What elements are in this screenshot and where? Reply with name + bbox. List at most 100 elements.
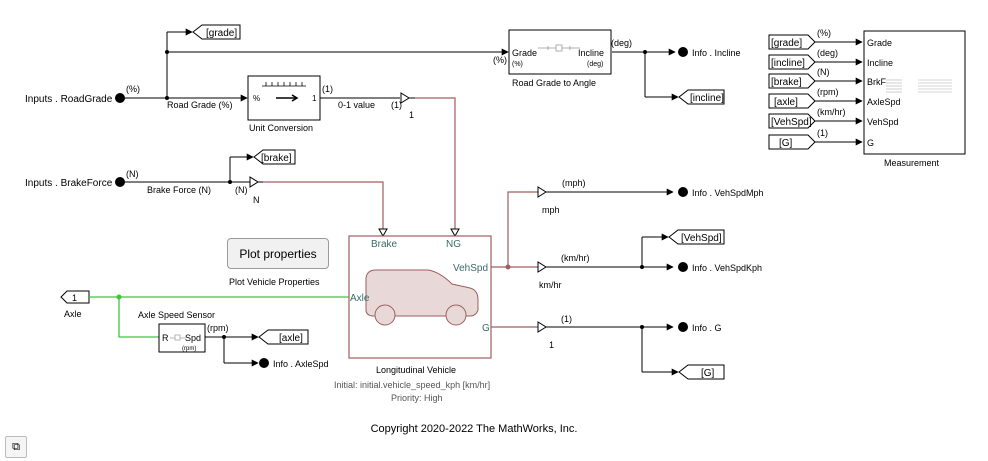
road-grade-unit-label: (%) — [126, 84, 140, 94]
vehicle-icon — [365, 269, 479, 326]
vehicle-name: Longitudinal Vehicle — [376, 365, 456, 375]
meas-unit-incline: (deg) — [817, 48, 838, 58]
road-grade-signal-label: Road Grade (%) — [167, 100, 233, 110]
meas-port-grade: Grade — [867, 38, 892, 48]
brake-force-inport-label: Inputs . BrakeForce — [25, 178, 113, 189]
kmhr-converter[interactable] — [537, 261, 552, 273]
info-g-label: Info . G — [692, 323, 722, 333]
axle-sensor-rpm-port: (rpm) — [182, 346, 196, 352]
brake-force-signal-label: Brake Force (N) — [147, 185, 211, 195]
road-grade-inport-dot[interactable] — [115, 93, 125, 103]
plot-properties-button[interactable]: Plot properties — [227, 238, 329, 269]
road-grade-inport-label: Inputs . RoadGrade — [25, 94, 113, 105]
meas-tag-brake: [brake] — [771, 77, 802, 88]
info-vehspdkph-label: Info . VehSpdKph — [692, 263, 762, 273]
goto-grade-shape[interactable] — [192, 24, 241, 40]
vehicle-brake-port: Brake — [371, 239, 398, 250]
vehicle-vehspd-port: VehSpd — [453, 263, 488, 274]
mph-converter[interactable] — [537, 186, 552, 198]
meas-tag-incline: [incline] — [771, 58, 805, 69]
axle-sensor-spd-port: Spd — [185, 333, 201, 343]
info-axlespd-label: Info . AxleSpd — [273, 359, 329, 369]
meas-port-brkf: BrkF — [867, 77, 887, 87]
g-converter[interactable] — [537, 321, 552, 333]
axle-inport-name: Axle — [64, 309, 82, 319]
g-converter-label: 1 — [549, 340, 554, 350]
goto-grade-label: [grade] — [206, 28, 237, 39]
vehicle-initial: Initial: initial.vehicle_speed_kph [km/h… — [334, 380, 490, 390]
vehicle-priority: Priority: High — [391, 393, 443, 403]
meas-unit-brake: (N) — [817, 67, 830, 77]
unit-conversion-right-port: 1 — [312, 94, 317, 103]
incline-branch-dot — [643, 50, 647, 54]
axle-inport-number: 1 — [72, 293, 77, 303]
angle-pct-port: (%) — [512, 61, 523, 68]
goto-vehspd-shape[interactable] — [668, 229, 725, 245]
axle-sensor-output-lines — [205, 333, 259, 367]
meas-tag-vehspd: [VehSpd] — [771, 117, 812, 128]
brake-port-arrow — [378, 228, 388, 238]
measurement-from-tags[interactable] — [768, 34, 816, 150]
g-unit-label: (1) — [561, 314, 572, 324]
info-g-dot[interactable] — [678, 322, 688, 332]
meas-port-g: G — [867, 138, 874, 148]
vehicle-axle-port: Axle — [350, 293, 370, 304]
meas-port-incline: Incline — [867, 58, 893, 68]
info-axlespd-dot[interactable] — [259, 358, 269, 368]
vehicle-g-port: G — [482, 323, 490, 334]
g-branch-dot — [640, 325, 644, 329]
meas-unit-g: (1) — [817, 128, 828, 138]
road-grade-to-angle-block[interactable] — [508, 29, 612, 75]
info-incline-label: Info . Incline — [692, 48, 741, 58]
ng-signal-converter[interactable] — [400, 92, 415, 104]
angle-deg-port: (deg) — [587, 61, 603, 68]
kph-branch-dot — [640, 265, 644, 269]
meas-tag-grade: [grade] — [771, 38, 802, 49]
road-grade-branch-dot-2 — [165, 50, 169, 54]
goto-brake-label: [brake] — [261, 153, 292, 164]
brake-converter-in-unit: (N) — [235, 185, 248, 195]
unit-conversion-out-unit: (1) — [322, 84, 333, 94]
copyright-text: Copyright 2020-2022 The MathWorks, Inc. — [370, 423, 578, 435]
info-incline-dot[interactable] — [678, 47, 688, 57]
vehspd-branch-dot — [505, 264, 511, 270]
mph-unit-label: (mph) — [562, 178, 586, 188]
brake-unit-label: (N) — [126, 169, 139, 179]
goto-g-label: [G] — [701, 368, 715, 379]
angle-grade-port: Grade — [512, 48, 537, 58]
pct-into-angle-label: (%) — [493, 55, 507, 65]
measurement-block[interactable] — [863, 30, 966, 155]
plot-caption: Plot Vehicle Properties — [229, 277, 320, 287]
meas-unit-vehspd: (km/hr) — [817, 107, 846, 117]
goto-g-shape[interactable] — [678, 364, 725, 380]
brake-signal-converter[interactable] — [249, 176, 263, 188]
goto-incline-shape[interactable] — [678, 89, 725, 105]
unit-conversion-left-port: % — [253, 94, 260, 103]
meas-unit-axle: (rpm) — [817, 87, 839, 97]
model-browser-icon[interactable]: ⧉ — [5, 436, 27, 458]
ng-converter-in-unit: (1) — [391, 100, 402, 110]
unit-conversion-name: Unit Conversion — [249, 123, 313, 133]
kmhr-converter-label: km/hr — [539, 280, 562, 290]
angle-incline-port: Incline — [578, 48, 604, 58]
goto-incline-label: [incline] — [690, 93, 724, 104]
axle-branch-dot — [116, 294, 122, 300]
info-vehspdmph-dot[interactable] — [678, 187, 688, 197]
goto-vehspd-label: [VehSpd] — [681, 233, 722, 244]
meas-unit-grade: (%) — [817, 28, 831, 38]
goto-brake-shape[interactable] — [253, 149, 296, 165]
road-grade-angle-icon — [538, 44, 580, 52]
meas-tag-g: [G] — [779, 138, 793, 149]
axle-connections — [89, 296, 349, 338]
goto-axle-shape[interactable] — [258, 329, 309, 345]
brake-lines — [120, 153, 254, 183]
ng-port-arrow — [450, 228, 460, 238]
angle-out-unit: (deg) — [611, 38, 632, 48]
axle-sensor-r-port: R — [162, 333, 169, 343]
info-vehspdkph-dot[interactable] — [678, 262, 688, 272]
axle-sensor-out-unit: (rpm) — [207, 323, 229, 333]
brake-branch-dot — [228, 180, 232, 184]
vehicle-output-lines — [552, 188, 679, 376]
zero-one-value-label: 0-1 value — [338, 100, 375, 110]
